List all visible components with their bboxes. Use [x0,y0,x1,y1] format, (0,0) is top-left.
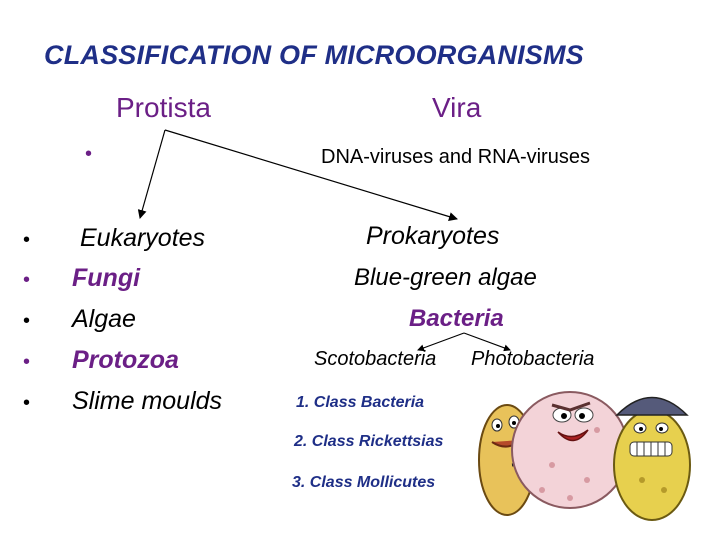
arrow-to-scotobacteria [417,332,465,352]
protista-bullet: • [85,143,93,165]
bullet-eukaryotes: • [23,229,31,251]
prokaryotes-heading: Prokaryotes [366,222,500,250]
list-item-algae: Algae [72,305,136,333]
arrow-to-prokaryotes [164,129,458,221]
bacteria-label: Bacteria [409,305,504,332]
arrow-to-photobacteria [463,332,511,352]
vira-subtitle: DNA-viruses and RNA-viruses [321,146,590,168]
arrow-to-eukaryotes [137,129,166,219]
bullet-fungi: • [23,269,31,291]
class-bacteria-label: 1. Class Bacteria [296,394,425,411]
class-mollicutes-label: 3. Class Mollicutes [292,474,436,491]
protista-label: Protista [116,92,211,123]
eukaryotes-heading: Eukaryotes [80,224,206,252]
list-item-fungi: Fungi [72,264,141,292]
slide-title: CLASSIFICATION OF MICROORGANISMS [44,40,584,70]
list-item-slime-moulds: Slime moulds [72,387,223,415]
scotobacteria-label: Scotobacteria [314,348,437,370]
bullet-protozoa: • [23,351,31,373]
photobacteria-label: Photobacteria [471,348,595,370]
blue-green-algae-label: Blue-green algae [354,264,537,291]
vira-label: Vira [432,92,482,123]
bullet-algae: • [23,310,31,332]
class-rickettsias-label: 2. Class Rickettsias [294,433,444,450]
bullet-slime-moulds: • [23,392,31,414]
cartoon-bacteria-illustration [478,391,691,521]
capped-germ-icon [613,396,691,521]
pink-germ-icon [511,391,629,509]
list-item-protozoa: Protozoa [72,346,179,374]
